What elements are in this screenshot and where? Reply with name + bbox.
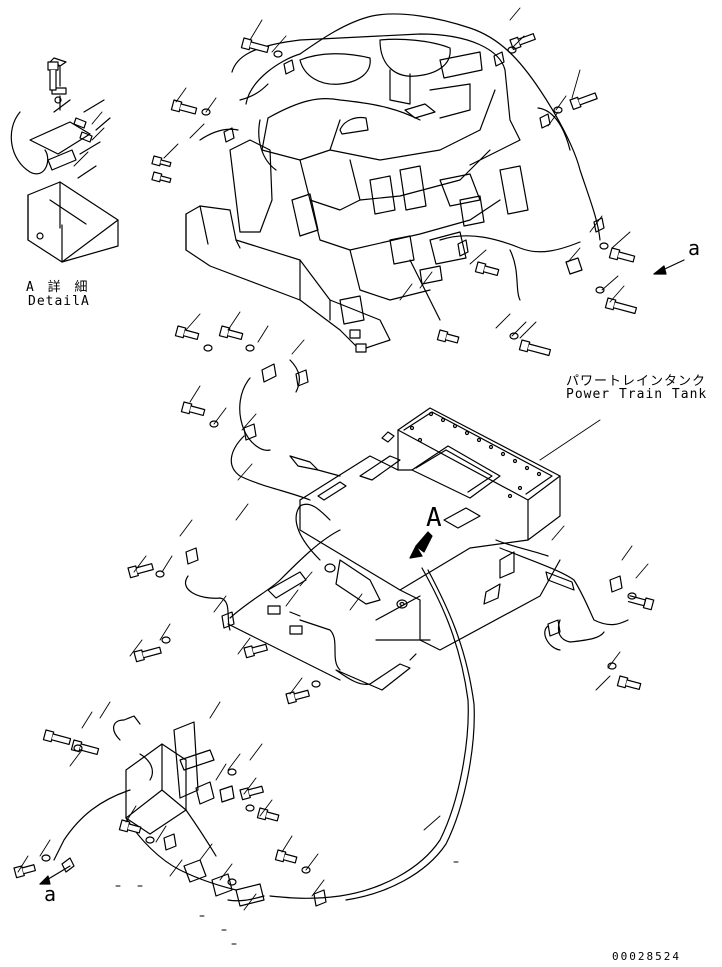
washers xyxy=(42,47,636,885)
detail-a-assembly xyxy=(11,58,118,262)
tank-harness xyxy=(186,360,628,690)
power-train-tank-label-ja: パワートレインタンク xyxy=(566,374,707,389)
drawing-number: 00028524 xyxy=(612,950,681,963)
reference-a-lower: a xyxy=(44,882,57,906)
long-cable xyxy=(228,568,474,901)
engine-harness xyxy=(200,14,600,320)
bracket-assembly xyxy=(54,716,264,906)
detail-a-label-ja: A 詳 細 xyxy=(26,280,91,295)
reference-a-upper: a xyxy=(688,236,701,260)
leader-lines xyxy=(18,8,648,910)
bolts xyxy=(14,32,654,878)
power-train-tank-label-en: Power Train Tank xyxy=(566,387,708,402)
power-train-tank xyxy=(300,408,560,650)
engine-assembly xyxy=(186,34,528,350)
clips xyxy=(164,52,622,906)
tick-marks xyxy=(116,862,458,944)
detail-a-label-en: DetailA xyxy=(28,294,90,309)
view-a-label: A xyxy=(426,503,442,533)
reference-a-arrows xyxy=(40,260,684,884)
view-a-arrow xyxy=(410,532,432,558)
